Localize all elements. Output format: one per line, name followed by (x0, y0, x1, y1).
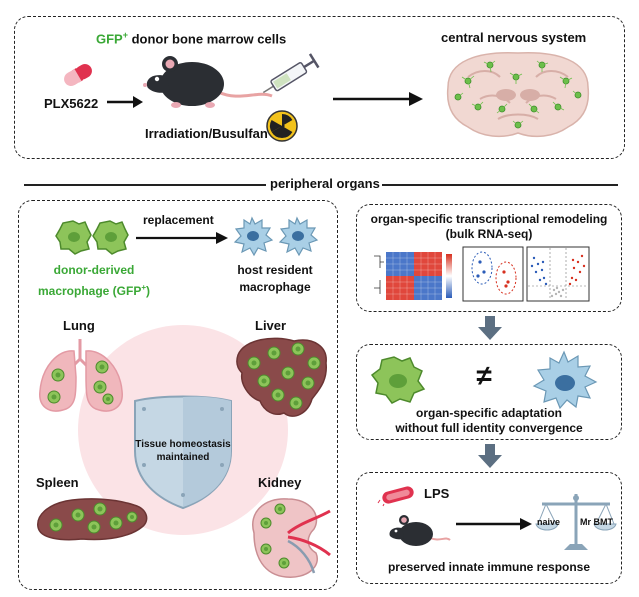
radiation-icon (266, 110, 298, 142)
shield-label: Tissue homeostasis maintained (130, 438, 236, 464)
mouse-icon (143, 56, 273, 108)
shield-line1: Tissue homeostasis (135, 439, 231, 450)
grey-arrow-1 (478, 316, 502, 340)
balance-scale-icon (535, 494, 617, 550)
pca-plot-icon (462, 246, 524, 302)
replacement-label: replacement (143, 213, 214, 227)
macrophage-icon (55, 220, 129, 255)
lps-panel (356, 472, 622, 584)
divider-label: peripheral organs (270, 176, 380, 191)
divider-line-right (382, 184, 618, 186)
lung-icon (39, 339, 123, 412)
donor-line2: macrophage (GFP+) (34, 279, 154, 300)
scale-left-label: naive (537, 517, 561, 527)
adaptation-line2: without full identity convergence (395, 421, 583, 435)
lps-label: LPS (424, 486, 450, 501)
host-line2: macrophage (239, 280, 311, 294)
kidney-icon (252, 498, 331, 578)
spleen-icon (37, 498, 148, 541)
donor-suffix: donor bone marrow cells (128, 31, 287, 47)
rnaseq-line1: organ-specific transcriptional remodelin… (370, 212, 608, 226)
scale-right-label: Mr BMT (580, 517, 613, 527)
organ-label-kidney: Kidney (258, 475, 302, 490)
host-line1: host resident (237, 263, 313, 277)
not-equal-symbol: ≠ (476, 360, 492, 391)
donor-label: GFP+ donor bone marrow cells (96, 30, 286, 46)
adaptation-label: organ-specific adaptation without full i… (356, 406, 622, 436)
divider-line-left (24, 184, 266, 186)
host-macrophage-label: host resident macrophage (225, 262, 325, 296)
host-macrophage-large-icon (532, 350, 598, 410)
arrow-replacement (136, 232, 228, 244)
arrow-mouse-to-cns (333, 92, 423, 106)
gfp-sup: + (122, 30, 128, 40)
bacteria-icon (377, 486, 414, 507)
drug-label: PLX5622 (44, 96, 99, 111)
liver-icon (236, 337, 327, 417)
organ-label-spleen: Spleen (36, 475, 79, 490)
pill-icon (64, 64, 92, 86)
adaptation-panel (356, 344, 622, 440)
cns-label: central nervous system (441, 30, 587, 45)
donor-line2-sup: + (141, 283, 147, 292)
organ-label-lung: Lung (63, 318, 95, 333)
gfp-text: GFP (96, 31, 123, 47)
donor-line1: donor-derived (53, 263, 135, 277)
brain-icon (446, 52, 590, 138)
heatmap-icon (374, 252, 452, 300)
arrow-lps-to-scale (456, 518, 532, 530)
donor-line2-suffix: ) (146, 284, 151, 298)
conditioning-label: Irradiation/Busulfan (145, 126, 268, 141)
immune-label: preserved innate immune response (387, 560, 591, 574)
rnaseq-line2: (bulk RNA-seq) (445, 227, 533, 241)
syringe-icon (262, 53, 320, 94)
host-macrophage-icon (233, 216, 319, 257)
donor-line2-prefix: macrophage (GFP (37, 284, 142, 298)
volcano-plot-icon (526, 246, 590, 302)
arrow-drug-to-mouse (107, 96, 143, 108)
grey-arrow-2 (478, 444, 502, 468)
organ-label-liver: Liver (255, 318, 287, 333)
left-panel (18, 200, 338, 590)
donor-macrophage-label: donor-derived macrophage (GFP+) (34, 262, 154, 300)
rnaseq-label: organ-specific transcriptional remodelin… (356, 212, 622, 242)
top-panel (14, 16, 625, 159)
rnaseq-panel (356, 204, 622, 312)
shield-icon (134, 395, 232, 510)
donor-macrophage-large-icon (370, 356, 426, 404)
adaptation-line1: organ-specific adaptation (415, 406, 563, 420)
shield-line2: maintained (156, 452, 210, 463)
lps-mouse-icon (389, 515, 451, 546)
